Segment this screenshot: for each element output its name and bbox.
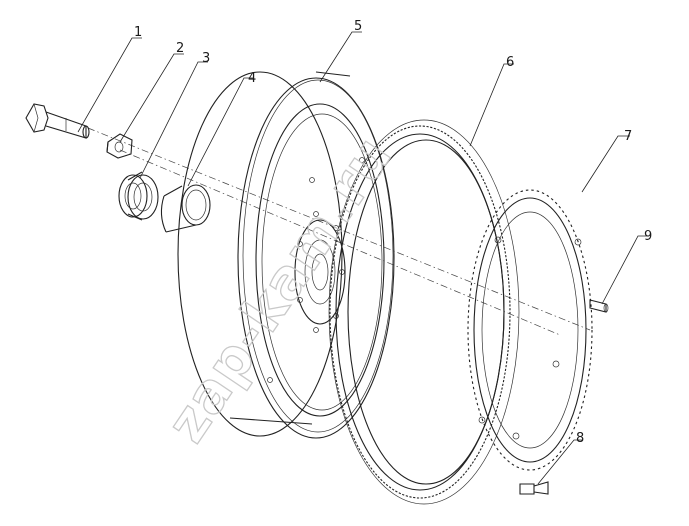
- callout-numbers: 1 2 3 4 5 6 7 8 9: [134, 19, 652, 446]
- callout-leaders: [77, 31, 648, 485]
- callout-4: 4: [248, 71, 256, 86]
- callout-8: 8: [576, 431, 584, 446]
- callout-3: 3: [202, 51, 210, 66]
- callout-2: 2: [176, 41, 184, 56]
- screw-part: [519, 481, 549, 495]
- callout-7: 7: [624, 129, 632, 144]
- center-axis-lines: [87, 127, 591, 336]
- dowel-pin-part: [589, 299, 609, 313]
- bushing-part: [160, 184, 211, 233]
- bearing-part: [118, 171, 159, 221]
- ring-gear-part: [328, 119, 520, 505]
- callout-5: 5: [354, 19, 362, 34]
- signal-disc-part: [467, 189, 593, 471]
- watermark-text: zap-kam.ru: [155, 125, 405, 453]
- lock-plate-part: [106, 133, 133, 159]
- callout-9: 9: [644, 229, 652, 244]
- callout-1: 1: [134, 25, 142, 40]
- callout-6: 6: [506, 55, 514, 70]
- bolt-part: [25, 103, 90, 139]
- flywheel-part: [177, 71, 395, 439]
